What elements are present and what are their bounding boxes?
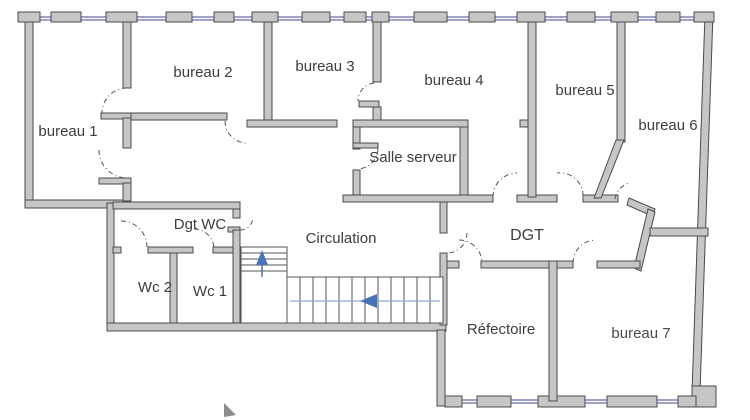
room-label-bureau-7: bureau 7: [611, 325, 670, 342]
room-label-bureau-4: bureau 4: [424, 72, 483, 89]
staircase: [240, 246, 444, 324]
interior-walls: [98, 21, 709, 402]
room-label-circulation: Circulation: [306, 230, 377, 247]
room-label-dgt-wc: Dgt WC: [174, 216, 227, 233]
stair-up-arrow-icon: [256, 250, 268, 277]
room-labels: bureau 1 bureau 2 bureau 3 bureau 4 bure…: [38, 58, 697, 342]
door-bureau1-a: [101, 87, 128, 114]
door-dgt: [446, 232, 468, 254]
door-arcs: [98, 82, 630, 264]
room-label-bureau-3: bureau 3: [295, 58, 354, 75]
mouse-cursor-icon: [224, 403, 236, 417]
door-bureau6: [614, 182, 630, 200]
door-bureau5: [556, 172, 584, 197]
room-label-bureau-5: bureau 5: [555, 82, 614, 99]
door-wc1: [193, 228, 215, 250]
door-dgt-wc: [239, 216, 254, 231]
window-piers-bottom: [444, 395, 697, 408]
door-bureau7: [572, 239, 597, 264]
door-bureau3: [357, 82, 375, 102]
stair-walk-line-arrow-icon: [290, 294, 440, 308]
door-refectoire: [458, 239, 483, 264]
room-label-bureau-6: bureau 6: [638, 117, 697, 134]
door-wc2: [120, 220, 148, 248]
room-label-wc-2: Wc 2: [138, 279, 172, 296]
door-salle-serveur: [357, 147, 379, 170]
door-bureau2: [224, 120, 248, 144]
room-label-salle-serveur: Salle serveur: [369, 149, 457, 166]
room-label-bureau-1: bureau 1: [38, 123, 97, 140]
room-label-wc-1: Wc 1: [193, 283, 227, 300]
room-label-refectoire: Réfectoire: [467, 321, 535, 338]
door-bureau4: [492, 172, 518, 198]
room-label-dgt: DGT: [510, 227, 544, 244]
door-bureau1-b: [98, 149, 128, 179]
window-band-top: [25, 16, 710, 21]
room-label-bureau-2: bureau 2: [173, 64, 232, 81]
window-piers-top: [17, 11, 715, 23]
